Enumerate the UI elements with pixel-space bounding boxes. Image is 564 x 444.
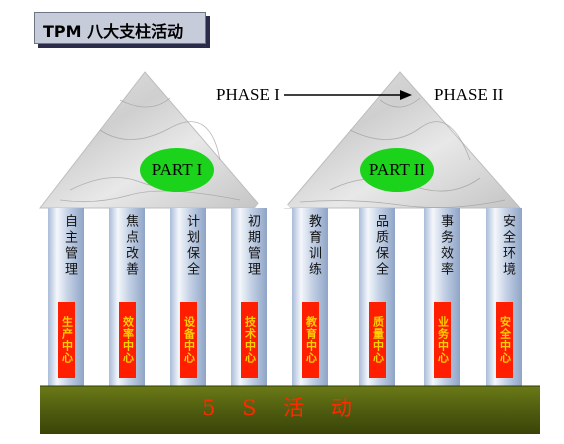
center-badge: 设备中心 — [180, 302, 197, 378]
pillar-label: 教育训练 — [306, 214, 321, 278]
center-badge-label: 教育中心 — [304, 316, 318, 364]
center-badge-label: 设备中心 — [182, 316, 196, 364]
pillar-label: 初期管理 — [245, 214, 260, 278]
center-badge: 业务中心 — [434, 302, 451, 378]
center-badge: 生产中心 — [58, 302, 75, 378]
roof-right — [283, 71, 522, 209]
foundation-base — [40, 386, 540, 434]
part-2-label: PART II — [368, 160, 426, 179]
pillar-label: 事务效率 — [438, 214, 453, 278]
center-badge: 效率中心 — [119, 302, 136, 378]
pillar-label: 自主管理 — [62, 214, 77, 278]
part-2-oval: PART II — [360, 148, 434, 192]
foundation-label: 5 S 活 动 — [202, 396, 362, 420]
pillar-label: 焦点改善 — [123, 214, 138, 278]
center-badge-label: 技术中心 — [243, 316, 257, 364]
center-badge-label: 质量中心 — [371, 316, 385, 364]
pillar-label: 安全环境 — [500, 214, 515, 278]
center-badge: 技术中心 — [241, 302, 258, 378]
phase-1-label: PHASE I — [216, 85, 280, 104]
part-1-label: PART I — [151, 160, 203, 179]
center-badge-label: 业务中心 — [436, 316, 450, 364]
center-badge-label: 效率中心 — [121, 316, 135, 364]
pillar-label: 品质保全 — [373, 214, 388, 278]
diagram-title: TPM 八大支柱活动 — [43, 22, 184, 41]
pillar-label: 计划保全 — [184, 214, 199, 278]
center-badge: 安全中心 — [496, 302, 513, 378]
title-box: TPM 八大支柱活动 — [34, 12, 206, 44]
phase-2-label: PHASE II — [434, 85, 504, 104]
part-1-oval: PART I — [140, 148, 214, 192]
center-badge-label: 安全中心 — [498, 316, 512, 364]
center-badge: 教育中心 — [302, 302, 319, 378]
center-badge: 质量中心 — [369, 302, 386, 378]
center-badge-label: 生产中心 — [60, 316, 74, 364]
